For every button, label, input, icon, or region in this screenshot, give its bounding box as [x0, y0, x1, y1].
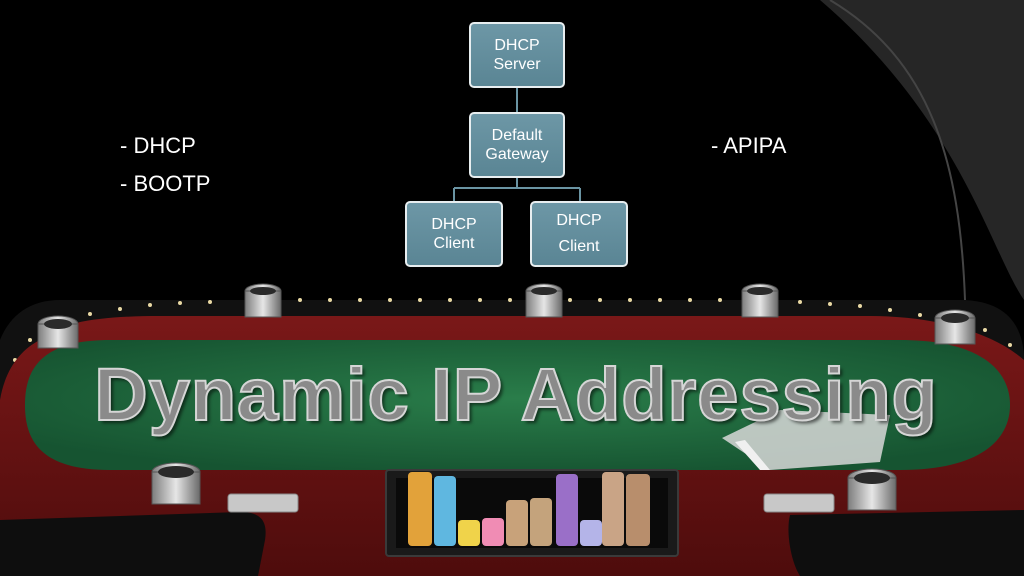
bullet-apipa: - APIPA: [711, 133, 787, 158]
node-label-line2: Client: [433, 235, 475, 252]
node-label-line1: Default: [491, 127, 543, 144]
node-label-line2: Client: [558, 238, 600, 255]
node-label-line1: DHCP: [431, 216, 477, 233]
slide-title: Dynamic IP Addressing: [93, 352, 938, 437]
node-label-line2: Server: [493, 56, 541, 73]
dhcp-server-node: DHCP Server: [469, 22, 565, 88]
node-label-line1: DHCP: [494, 37, 540, 54]
node-label-line1: DHCP: [556, 212, 602, 229]
default-gateway-node: Default Gateway: [469, 112, 565, 178]
bullet-dhcp: - DHCP: [120, 133, 196, 158]
dhcp-client-node-2: DHCP Client: [530, 201, 628, 267]
dhcp-client-node-1: DHCP Client: [405, 201, 503, 267]
bullet-bootp: - BOOTP: [120, 171, 211, 196]
node-label-line2: Gateway: [485, 146, 549, 163]
